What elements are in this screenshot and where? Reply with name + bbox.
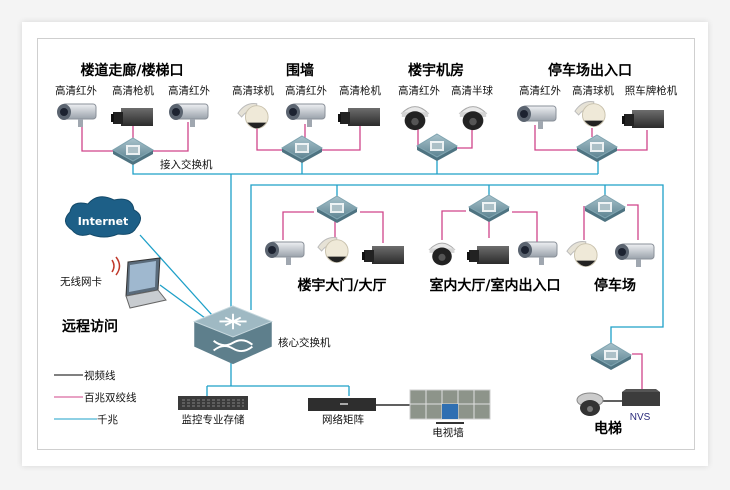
box-camera-icon: [111, 108, 153, 126]
access-switch-icon: [590, 342, 632, 371]
storage-array-icon: [178, 396, 248, 410]
area-title-corridor: 楼道走廊/楼梯口: [80, 62, 183, 79]
bullet-camera-icon: [285, 103, 326, 128]
access-switch-label: 接入交换机: [160, 158, 213, 171]
area-title-parking: 停车场: [594, 277, 636, 294]
access-switch-icon: [281, 135, 323, 164]
tv-wall-label: 电视墙: [432, 426, 464, 439]
area-title-wall: 围墙: [286, 62, 314, 79]
ptz-camera-icon: [317, 237, 349, 263]
area-title-building-gate: 楼宇大门/大厅: [297, 277, 386, 294]
wireless-signal-icon: [111, 256, 121, 276]
laptop-icon: [125, 257, 167, 309]
ptz-camera-icon: [566, 241, 598, 267]
access-switch-icon: [416, 133, 458, 162]
nvs-device-icon: [622, 389, 660, 406]
access-switch-icon: [584, 194, 626, 223]
internet-label: Internet: [78, 215, 129, 228]
bullet-camera-icon: [516, 105, 557, 130]
tv-wall-icon: [409, 389, 491, 424]
access-switch-icon: [112, 137, 154, 166]
bullet-camera-icon: [517, 241, 558, 266]
remote-access-label: 远程访问: [62, 318, 118, 335]
dome-camera-icon: [459, 106, 487, 131]
legend-fast-ethernet-label: 百兆双绞线: [84, 391, 137, 404]
legend: 视频线 百兆双绞线 千兆: [54, 369, 137, 426]
camera-label: 高清半球: [451, 84, 493, 97]
network-matrix-icon: [308, 398, 376, 411]
box-camera-icon: [362, 246, 404, 264]
core-switch-icon: [193, 304, 273, 366]
camera-label: 高清红外: [285, 84, 327, 97]
legend-video-label: 视频线: [84, 369, 116, 382]
camera-label: 高清枪机: [339, 84, 381, 97]
camera-label: 高清球机: [572, 84, 614, 97]
bullet-camera-icon: [264, 241, 305, 266]
dome-camera-icon: [401, 106, 429, 131]
access-switch-icon: [576, 134, 618, 163]
video-links: [376, 400, 622, 406]
core-switch-label: 核心交换机: [278, 336, 331, 349]
nvs-label: NVS: [630, 412, 651, 423]
camera-label: 照车牌枪机: [625, 84, 678, 97]
camera-label: 高清枪机: [112, 84, 154, 97]
bullet-camera-icon: [56, 103, 97, 128]
camera-label: 高清红外: [398, 84, 440, 97]
network-matrix-label: 网络矩阵: [322, 413, 364, 426]
box-camera-icon: [622, 110, 664, 128]
access-switch-icon: [468, 194, 510, 223]
box-camera-icon: [467, 246, 509, 264]
area-title-elevator: 电梯: [594, 420, 622, 437]
internet-cloud-icon: [65, 196, 141, 238]
area-title-machine-room: 楼宇机房: [408, 62, 464, 79]
camera-label: 高清红外: [168, 84, 210, 97]
storage-label: 监控专业存储: [182, 413, 245, 426]
ptz-camera-icon: [237, 103, 269, 129]
area-title-indoor-hall: 室内大厅/室内出入口: [429, 277, 560, 294]
dome-camera-icon: [576, 392, 604, 416]
box-camera-icon: [338, 108, 380, 126]
camera-label: 高清红外: [519, 84, 561, 97]
area-title-parking-entrance: 停车场出入口: [548, 62, 632, 79]
camera-label: 高清球机: [232, 84, 274, 97]
wireless-card-label: 无线网卡: [60, 275, 102, 288]
bullet-camera-icon: [614, 243, 655, 268]
access-switch-icon: [316, 195, 358, 224]
legend-gigabit-label: 千兆: [97, 414, 118, 426]
camera-label: 高清红外: [55, 84, 97, 97]
dome-camera-icon: [429, 242, 455, 266]
gigabit-links: [132, 156, 664, 396]
ptz-camera-icon: [574, 101, 606, 127]
